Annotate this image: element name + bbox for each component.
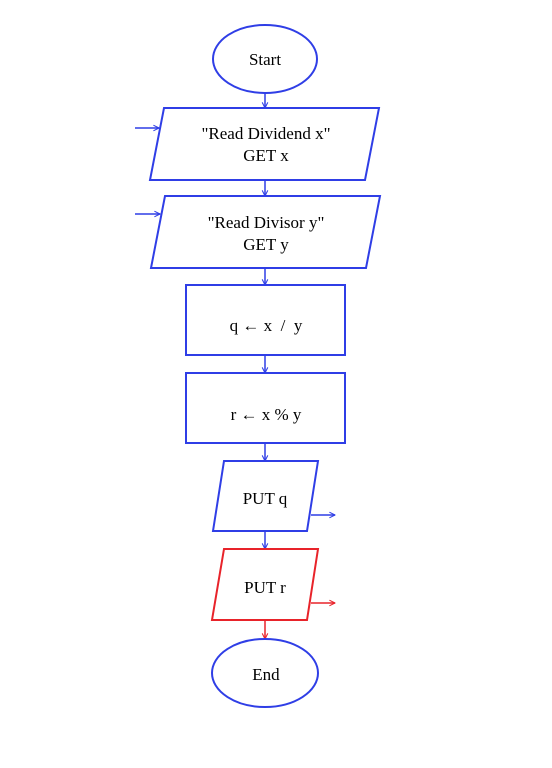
- put-r-output: PUT r: [210, 548, 320, 621]
- quotient-label: q ← x / y: [230, 316, 303, 335]
- quotient-process: q ← x / y: [185, 284, 346, 356]
- read-divisor-input: "Read Divisor y" GET y: [149, 195, 382, 269]
- start-terminal: Start: [212, 24, 318, 94]
- end-terminal: End: [211, 638, 319, 708]
- read-dividend-line2: GET x: [243, 146, 289, 165]
- put-r-label: PUT r: [244, 578, 286, 597]
- put-q-label: PUT q: [243, 489, 288, 508]
- end-label: End: [252, 665, 280, 684]
- read-dividend-line1: "Read Dividend x": [201, 124, 330, 143]
- remainder-label: r ← x % y: [231, 405, 302, 424]
- start-label: Start: [249, 50, 281, 69]
- remainder-process: r ← x % y: [185, 372, 346, 444]
- read-divisor-line2: GET y: [243, 235, 289, 254]
- read-divisor-line1: "Read Divisor y": [208, 213, 325, 232]
- read-dividend-input: "Read Dividend x" GET x: [148, 107, 381, 181]
- put-q-output: PUT q: [211, 460, 320, 532]
